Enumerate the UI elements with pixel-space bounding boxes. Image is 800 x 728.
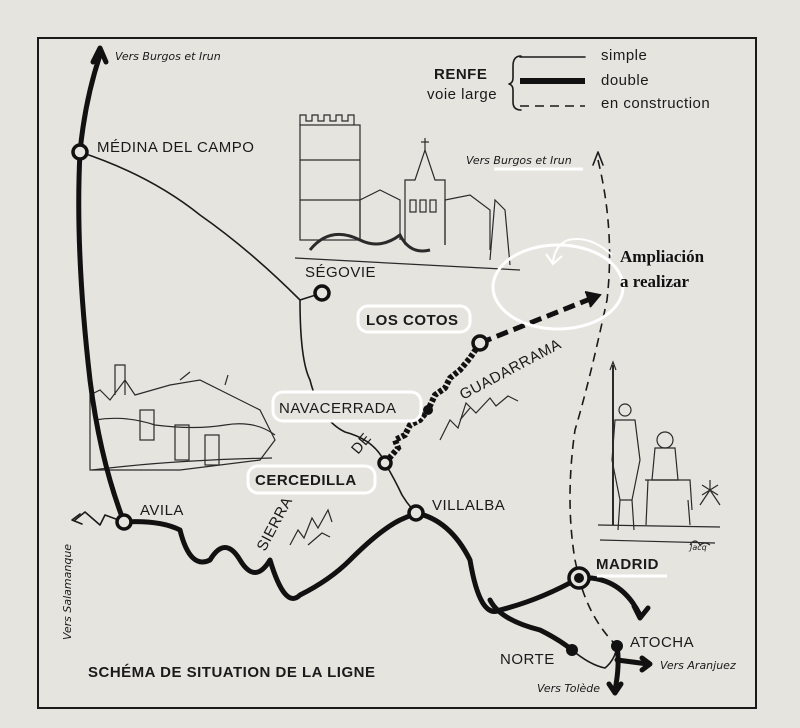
annotation-line-2: a realizar [620, 272, 690, 291]
label-vers-burgos-1: Vers Burgos et Irun [115, 50, 221, 63]
arrow-burgos-1 [90, 45, 109, 65]
station-medina-marker [71, 143, 89, 161]
label-madrid: MADRID [596, 556, 659, 573]
label-cercedilla: CERCEDILLA [255, 472, 357, 489]
map-frame [37, 37, 757, 709]
arrow-extension [584, 291, 602, 308]
station-navacerrada-marker [423, 405, 433, 415]
arrow-salamanque [71, 513, 83, 525]
annotation-line-1: Ampliación [620, 247, 705, 266]
station-avila-marker [115, 513, 133, 531]
legend-double-label: double [601, 72, 649, 89]
arrow-madrid-south [631, 603, 651, 621]
station-atocha-marker [611, 640, 623, 652]
label-atocha: ATOCHA [630, 634, 694, 651]
station-villalba-marker [407, 504, 425, 522]
line-extension-construction [479, 294, 596, 346]
label-avila: AVILA [140, 502, 184, 519]
legend-brace [508, 55, 522, 111]
station-cercedilla-marker [377, 455, 393, 471]
legend-subtitle: voie large [427, 86, 497, 103]
line-cercedilla-los-cotos [382, 341, 483, 465]
label-villalba: VILLALBA [432, 497, 505, 514]
line-norte-atocha [571, 645, 618, 669]
annotation-arrow-head [545, 253, 563, 266]
label-navacerrada: NAVACERRADA [279, 400, 396, 417]
legend-title: RENFE [434, 66, 487, 83]
legend-construction-label: en construction [601, 95, 710, 112]
legend-simple-label: simple [601, 47, 647, 64]
label-los-cotos: LOS COTOS [366, 312, 459, 329]
label-vers-salamanque: Vers Salamanque [61, 544, 74, 640]
don-quixote-illustration [597, 360, 721, 546]
arrow-burgos-2 [592, 151, 604, 166]
label-vers-aranjuez: Vers Aranjuez [660, 659, 736, 672]
label-segovie: SÉGOVIE [305, 264, 376, 281]
annotation-arrow [552, 238, 613, 263]
line-medina-avila-villalba-madrid [76, 52, 582, 614]
line-to-salamanque [74, 511, 125, 526]
navacerrada-highlight [271, 390, 423, 423]
label-norte: NORTE [500, 651, 555, 668]
line-to-tolede [612, 643, 621, 693]
line-to-norte [487, 597, 575, 653]
los-cotos-highlight [356, 304, 472, 334]
extension-highlight-ellipse [491, 243, 625, 331]
station-segovie-marker [313, 284, 331, 302]
arrow-aranjuez [639, 655, 653, 673]
label-medina: MÉDINA DEL CAMPO [97, 139, 254, 156]
legend: RENFE voie large simple double en constr… [427, 47, 710, 112]
cercedilla-highlight [246, 464, 377, 495]
label-vers-burgos-2: Vers Burgos et Irun [466, 154, 572, 167]
artist-signature: Jacq [688, 543, 707, 552]
station-norte-marker [566, 644, 578, 656]
segovia-alcazar-illustration [294, 114, 521, 271]
label-vers-tolede: Vers Tolède [537, 682, 600, 695]
station-madrid-center [574, 573, 584, 583]
mountain-ridges [289, 395, 519, 546]
station-los-cotos-marker [471, 334, 489, 352]
line-to-aranjuez [614, 657, 651, 667]
map-title: SCHÉMA DE SITUATION DE LA LIGNE [88, 664, 375, 681]
stations [71, 143, 623, 656]
arrow-tolede [606, 681, 624, 696]
avila-walls-illustration [89, 364, 276, 471]
